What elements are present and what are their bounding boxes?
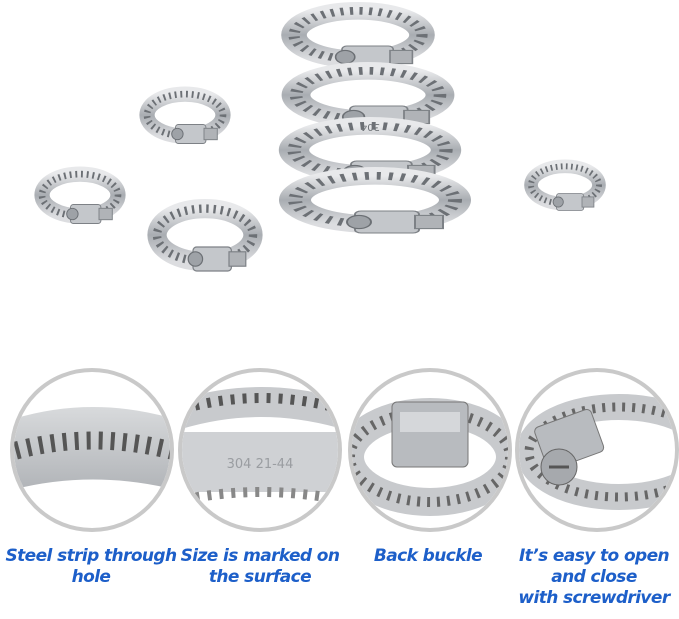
caption-line: Back buckle [373, 546, 483, 566]
caption-screwdriver: It’s easy to open and close with screwdr… [504, 546, 679, 609]
caption-line: It’s easy to open [518, 546, 670, 566]
caption-line: and close [551, 567, 637, 587]
detail-size-marking: 304 21-44 [178, 368, 342, 532]
caption-steel-strip: Steel strip through hole [1, 546, 181, 588]
product-marking: 304 [361, 121, 380, 132]
clamp-small-1 [147, 94, 223, 143]
detail-screwdriver [515, 368, 679, 532]
clamp-small-4 [531, 166, 599, 210]
caption-line: hole [71, 567, 111, 587]
caption-line: with screwdriver [518, 588, 670, 608]
hose-clamp-set-image: 304 [0, 0, 679, 330]
screw-closeup [519, 394, 675, 510]
caption-line: the surface [208, 567, 312, 587]
caption-line: Size is marked on [180, 546, 340, 566]
steel-strip-closeup [14, 407, 170, 490]
size-marking-closeup: 304 21-44 [182, 387, 338, 506]
detail-steel-strip [10, 368, 174, 532]
clamp-small-2 [42, 174, 118, 223]
caption-size-marking: Size is marked on the surface [170, 546, 350, 588]
size-marking-text: 304 21-44 [227, 457, 294, 472]
detail-back-buckle [348, 368, 512, 532]
back-buckle-closeup [352, 398, 508, 516]
caption-line: Steel strip through [5, 546, 178, 566]
clamp-small-3 [157, 209, 253, 271]
caption-back-buckle: Back buckle [338, 546, 518, 567]
